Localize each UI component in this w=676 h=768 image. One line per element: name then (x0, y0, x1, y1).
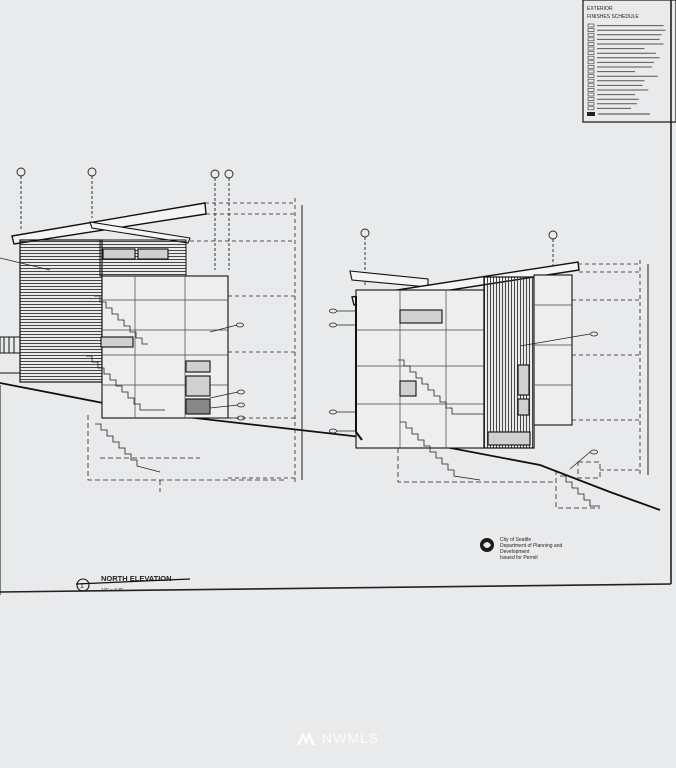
schedule-swatch (587, 106, 595, 111)
schedule-swatch (587, 88, 595, 92)
stamp-line-2: Department of Planning and (500, 543, 562, 549)
schedule-swatch (587, 37, 595, 42)
schedule-header-2: FINISHES SCHEDULE (587, 14, 639, 20)
drawing-title: NORTH ELEVATION (101, 574, 172, 583)
schedule-swatch (587, 69, 595, 74)
schedule-swatch (587, 55, 595, 60)
schedule-swatch (587, 42, 595, 46)
schedule-swatch (587, 92, 595, 97)
schedule-swatch (587, 74, 595, 78)
schedule-swatch (587, 46, 595, 51)
schedule-header-1: EXTERIOR (587, 6, 613, 12)
schedule-rows (587, 23, 666, 111)
schedule-swatch (587, 60, 595, 65)
nwmls-logo-icon (297, 732, 315, 745)
schedule-swatch (587, 65, 595, 69)
drawing-title-block: 1 NORTH ELEVATION 1/4" = 1'-0" (75, 574, 191, 592)
schedule-swatch (587, 28, 595, 32)
watermark-text: NWMLS (322, 730, 380, 746)
nwmls-watermark: NWMLS (296, 730, 379, 746)
schedule-swatch (587, 23, 595, 28)
schedule-swatch (587, 78, 595, 83)
finishes-schedule: EXTERIOR FINISHES SCHEDULE (582, 0, 676, 123)
drawing-number: 1 (80, 583, 84, 590)
permit-stamp: City of Seattle Department of Planning a… (480, 537, 562, 561)
right-building-elevation (329, 228, 649, 509)
schedule-swatch (587, 101, 595, 106)
stamp-line-4: Issued for Permit (500, 555, 538, 561)
grid-markers-left (16, 167, 234, 270)
sheet-border (0, 0, 672, 593)
left-building-elevation (0, 167, 303, 492)
stamp-line-1: City of Seattle (500, 537, 531, 543)
schedule-swatch (587, 51, 595, 55)
schedule-swatch (587, 83, 595, 88)
schedule-swatch (587, 32, 595, 37)
stamp-line-3: Development (500, 549, 530, 555)
schedule-swatch (587, 97, 595, 101)
drawing-scale: 1/4" = 1'-0" (101, 587, 123, 592)
